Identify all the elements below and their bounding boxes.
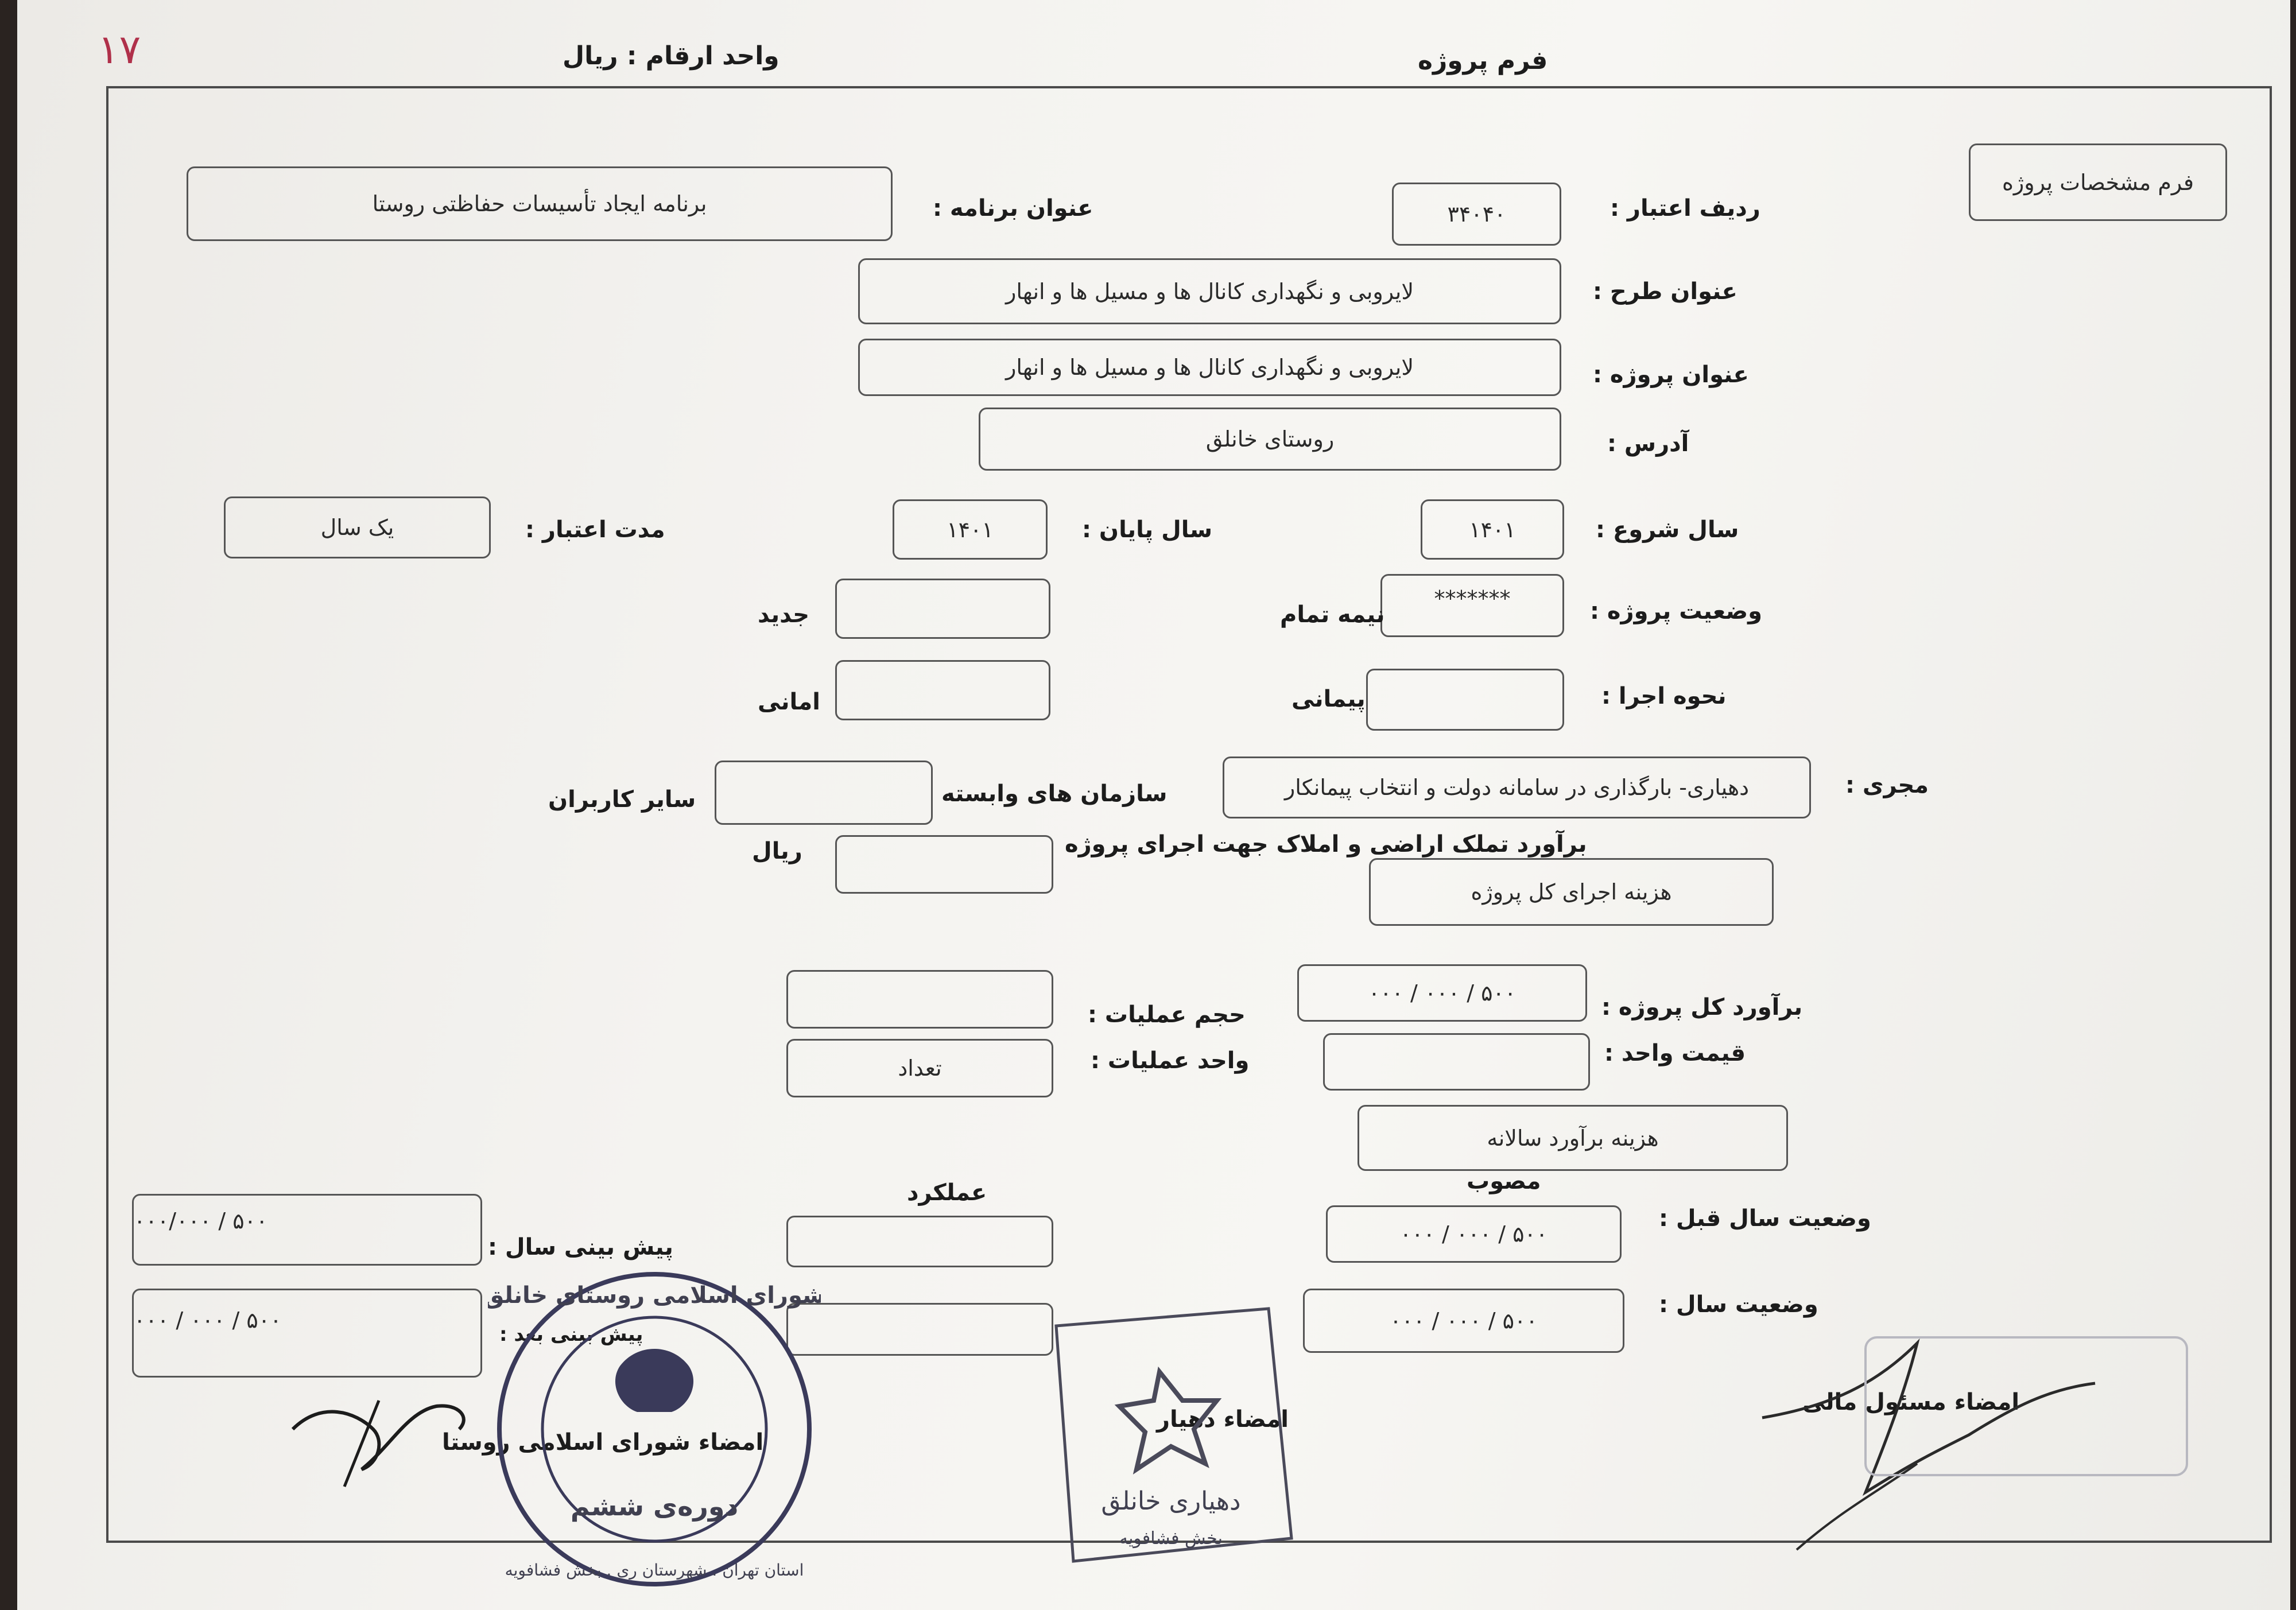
contractual-label: پیمانی <box>1292 686 1366 712</box>
rial-label: ریال <box>752 838 802 864</box>
contractual-field[interactable] <box>1366 669 1564 731</box>
total-estimate-field[interactable]: ۵۰۰ / ۰۰۰ / ۰۰۰ <box>1297 964 1587 1022</box>
credit-duration-field[interactable]: یک سال <box>224 496 491 558</box>
trust-label: امانی <box>758 689 820 715</box>
project-title-label: عنوان پروژه : <box>1593 362 1749 388</box>
affiliated-orgs-label: سازمان های وابسته <box>941 781 1168 807</box>
half-done-field[interactable]: ******* <box>1380 574 1564 637</box>
financial-officer-signature <box>1762 1336 2188 1551</box>
operation-volume-label: حجم عملیات : <box>1088 1002 1246 1028</box>
forecast-next-label: پیش بینی بعد : <box>499 1323 643 1346</box>
prev-year-performance-field[interactable] <box>786 1216 1053 1267</box>
forecast-year-field[interactable]: ۵۰۰ / ۰۰۰/۰۰۰ <box>132 1194 482 1266</box>
land-acquisition-label: برآورد تملک اراضی و املاک جهت اجرای پروژ… <box>1065 831 1587 858</box>
currency-unit: واحد ارقام : ریال <box>563 41 779 71</box>
address-field[interactable]: روستای خانلق <box>979 408 1561 471</box>
prev-year-status-label: وضعیت سال قبل : <box>1659 1205 1871 1232</box>
land-acquisition-field[interactable] <box>835 835 1053 894</box>
credit-row-label: ردیف اعتبار : <box>1610 195 1760 222</box>
form-paper: ۱۷ واحد ارقام : ریال فرم پروژه فرم مشخصا… <box>17 0 2290 1610</box>
year-approved-field[interactable]: ۵۰۰ / ۰۰۰ / ۰۰۰ <box>1303 1289 1624 1353</box>
execution-method-label: نحوه اجرا : <box>1601 683 1727 709</box>
program-title-label: عنوان برنامه : <box>933 195 1093 222</box>
executor-label: مجری : <box>1845 772 1929 798</box>
village-council-stamp: شورای اسلامی روستای خانلق استان تهران . … <box>488 1272 821 1586</box>
council-stamp-outer: شورای اسلامی روستای خانلق <box>488 1282 821 1309</box>
performance-label: عملکرد <box>907 1180 987 1206</box>
financial-officer-signature-label: امضاء مسئول مالی <box>1802 1389 2020 1415</box>
trust-field[interactable] <box>835 660 1050 720</box>
operation-unit-label: واحد عملیات : <box>1091 1048 1250 1074</box>
dehyari-stamp: دهیاری خانلق بخش فشافویه <box>1054 1307 1293 1563</box>
end-year-field[interactable]: ۱۴۰۱ <box>893 499 1048 560</box>
end-year-label: سال پایان : <box>1082 517 1213 543</box>
start-year-label: سال شروع : <box>1596 517 1739 543</box>
page-number: ۱۷ <box>98 26 141 73</box>
project-status-label: وضعیت پروژه : <box>1590 598 1763 624</box>
prev-year-approved-field[interactable]: ۵۰۰ / ۰۰۰ / ۰۰۰ <box>1326 1205 1622 1263</box>
year-performance-field[interactable] <box>786 1303 1053 1356</box>
operation-unit-field[interactable]: تعداد <box>786 1039 1053 1097</box>
spec-box: فرم مشخصات پروژه <box>1969 143 2227 221</box>
council-signature <box>291 1400 466 1487</box>
annual-cost-heading: هزینه برآورد سالانه <box>1358 1105 1788 1171</box>
executor-field[interactable]: دهیاری- بارگذاری در سامانه دولت و انتخاب… <box>1223 756 1811 818</box>
council-signature-label: امضاء شورای اسلامی روستا <box>442 1429 764 1456</box>
council-stamp-bottom: استان تهران . شهرستان ری . بخش فشافویه <box>505 1561 804 1580</box>
form-frame <box>106 86 2272 1543</box>
total-estimate-label: برآورد کل پروژه : <box>1601 994 1803 1021</box>
dehyari-stamp-name: دهیاری خانلق <box>1101 1487 1240 1516</box>
affiliated-orgs-field[interactable] <box>715 761 933 825</box>
new-field[interactable] <box>835 579 1050 639</box>
plan-title-label: عنوان طرح : <box>1593 278 1737 305</box>
address-label: آدرس : <box>1607 430 1689 457</box>
credit-row-field[interactable]: ۳۴۰۴۰ <box>1392 183 1561 246</box>
approved-label: مصوب <box>1467 1168 1541 1194</box>
operation-volume-field[interactable] <box>786 970 1053 1029</box>
unit-price-label: قیمت واحد : <box>1604 1040 1746 1066</box>
new-label: جدید <box>758 602 810 628</box>
council-stamp-term: دوره‌ی ششم <box>571 1491 738 1522</box>
start-year-field[interactable]: ۱۴۰۱ <box>1421 499 1564 560</box>
program-title-field[interactable]: برنامه ایجاد تأسیسات حفاظتی روستا <box>187 166 893 241</box>
year-status-label: وضعیت سال : <box>1659 1291 1818 1318</box>
form-title: فرم پروژه <box>1418 46 1548 75</box>
plan-title-field[interactable]: لایروبی و نگهداری کانال ها و مسیل ها و ا… <box>858 258 1561 324</box>
project-title-field[interactable]: لایروبی و نگهداری کانال ها و مسیل ها و ا… <box>858 339 1561 396</box>
total-cost-heading: هزینه اجرای کل پروژه <box>1369 858 1774 926</box>
half-done-label: نیمه تمام <box>1280 602 1385 628</box>
forecast-year-label: پیش بینی سال : <box>488 1234 673 1260</box>
forecast-next-field[interactable]: ۵۰۰ / ۰۰۰ / ۰۰۰ <box>132 1289 482 1378</box>
other-users-label: سایر کاربران <box>548 786 696 813</box>
dehyar-signature-label: امضاء دهیار <box>1157 1406 1289 1433</box>
dehyari-stamp-district: بخش فشافویه <box>1119 1528 1223 1549</box>
unit-price-field[interactable] <box>1323 1033 1590 1091</box>
credit-duration-label: مدت اعتبار : <box>525 517 665 543</box>
